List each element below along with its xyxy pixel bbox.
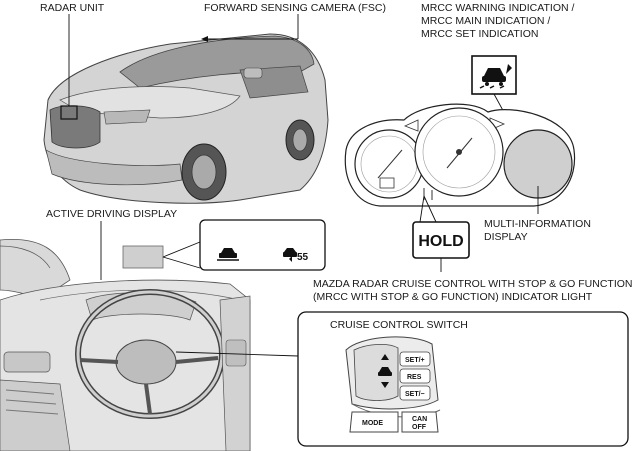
fsc-label: FORWARD SENSING CAMERA (FSC) [204,2,386,14]
set-speed-car-icon [283,248,297,262]
radar-unit-label: RADAR UNIT [40,2,105,14]
set-speed-value: 55 [297,252,309,263]
set-minus-button[interactable]: SET/− [405,391,425,398]
interior-illustration [0,238,251,451]
hold-indicator-text: HOLD [418,233,463,250]
active-driving-display-area [122,245,164,269]
vehicle-ahead-icon [217,248,239,261]
mrcc-indication-label-2: MRCC MAIN INDICATION / [421,15,550,27]
steering-switch-pad [345,336,441,433]
cancel-off-button-line1[interactable]: CAN [412,416,427,423]
mrcc-indication-label-1: MRCC WARNING INDICATION / [421,2,574,14]
mrcc-indication-label-3: MRCC SET INDICATION [421,28,538,40]
mazda-radar-label-1: MAZDA RADAR CRUISE CONTROL WITH STOP & G… [313,278,633,290]
mrcc-car-distance-icon [471,55,517,95]
fsc-marker [201,36,208,42]
vehicle-illustration [43,33,329,204]
cruise-control-switch-label: CRUISE CONTROL SWITCH [330,319,468,331]
active-driving-display-label: ACTIVE DRIVING DISPLAY [46,208,177,220]
cruise-control-switch-callout [297,311,629,447]
mode-button[interactable]: MODE [362,420,383,427]
set-plus-button[interactable]: SET/+ [405,357,425,364]
cancel-off-button-line2[interactable]: OFF [412,424,427,431]
resume-button[interactable]: RES [407,374,422,381]
mazda-radar-label-2: (MRCC WITH STOP & GO FUNCTION) INDICATOR… [313,291,593,303]
mid-label-2: DISPLAY [484,231,528,243]
mid-label-1: MULTI-INFORMATION [484,218,591,230]
